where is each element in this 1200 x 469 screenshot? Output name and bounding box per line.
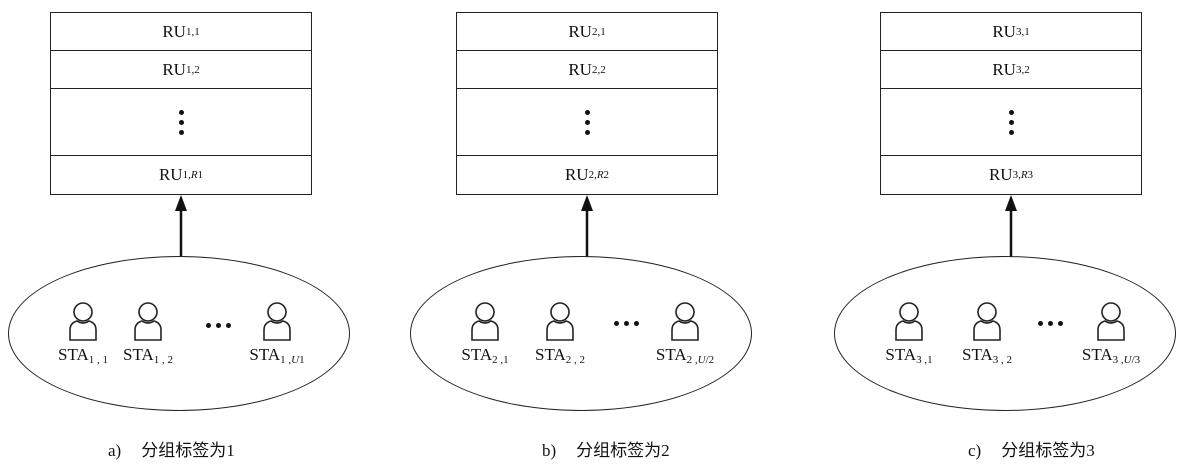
arrow-up-icon (175, 195, 187, 257)
user-icon (69, 302, 97, 341)
caption: a) 分组标签为1 (108, 436, 235, 461)
sta-item-2: STA1 , 2 (113, 301, 183, 366)
ru-label: RU (988, 165, 1013, 184)
sta-item-1: STA3 ,1 (874, 301, 944, 366)
sta-subscript: 2 ,U/2 (686, 354, 715, 366)
sta-subscript: 1 ,U1 (280, 354, 305, 366)
sta-label: STA (122, 345, 154, 364)
caption-letter: b) (542, 441, 557, 460)
user-icon (973, 302, 1001, 341)
ru-subscript: 1,2 (185, 63, 200, 76)
ru-label: RU (992, 21, 1016, 41)
ru-ellipsis-vertical (51, 89, 311, 156)
sta-item-last: STA3 ,U/3 (1076, 301, 1146, 366)
user-icon (263, 302, 291, 341)
caption: c) 分组标签为3 (968, 436, 1095, 461)
sta-subscript: 3 ,1 (916, 354, 933, 366)
caption-text: 分组标签为2 (576, 441, 670, 460)
user-icon (1097, 302, 1125, 341)
sta-item-2: STA2 , 2 (525, 301, 595, 366)
sta-subscript: 3 ,U/3 (1112, 354, 1141, 366)
sta-ellipsis-horizontal (206, 323, 231, 328)
sta-label: STA (534, 345, 566, 364)
ru-label: RU (564, 165, 589, 184)
user-icon (895, 302, 923, 341)
sta-label: STA (57, 345, 89, 364)
sta-label: STA (249, 345, 281, 364)
ru-label: RU (992, 59, 1016, 79)
sta-subscript: 1 , 1 (88, 354, 108, 366)
sta-group-ellipse (834, 256, 1176, 411)
sta-label: STA (961, 345, 993, 364)
ru-ellipsis-vertical (881, 89, 1141, 156)
caption-text: 分组标签为3 (1001, 441, 1095, 460)
sta-ellipsis-horizontal (614, 321, 639, 326)
ru-subscript: 2,2 (591, 63, 606, 76)
ru-subscript: 1,R1 (182, 169, 204, 181)
sta-ellipsis-horizontal (1038, 321, 1063, 326)
ru-label: RU (158, 165, 183, 184)
ru-label: RU (162, 59, 186, 79)
ru-subscript: 2,R2 (588, 169, 610, 181)
sta-label: STA (1081, 345, 1113, 364)
ru-subscript: 3,2 (1015, 63, 1030, 76)
sta-item-1: STA1 , 1 (48, 301, 118, 366)
user-icon (134, 302, 162, 341)
arrow-up-icon (581, 195, 593, 257)
sta-item-2: STA3 , 2 (952, 301, 1022, 366)
caption-letter: c) (968, 441, 982, 460)
ru-label: RU (568, 59, 592, 79)
sta-subscript: 3 , 2 (992, 354, 1012, 366)
ru-subscript: 3,1 (1015, 25, 1030, 38)
caption: b) 分组标签为2 (542, 436, 670, 461)
caption-text: 分组标签为1 (141, 441, 235, 460)
ru-label: RU (568, 21, 592, 41)
user-icon (671, 302, 699, 341)
sta-label: STA (885, 345, 917, 364)
user-icon (471, 302, 499, 341)
sta-label: STA (461, 345, 493, 364)
ru-subscript: 3,R3 (1012, 169, 1034, 181)
ru-subscript: 1,1 (185, 25, 200, 38)
sta-item-1: STA2 ,1 (450, 301, 520, 366)
arrow-up-icon (1005, 195, 1017, 257)
ru-ellipsis-vertical (457, 89, 717, 156)
sta-subscript: 2 ,1 (492, 354, 509, 366)
sta-item-last: STA1 ,U1 (242, 301, 312, 366)
sta-label: STA (655, 345, 687, 364)
user-icon (546, 302, 574, 341)
sta-subscript: 2 , 2 (565, 354, 585, 366)
sta-subscript: 1 , 2 (153, 354, 173, 366)
ru-subscript: 2,1 (591, 25, 606, 38)
sta-item-last: STA2 ,U/2 (650, 301, 720, 366)
ru-label: RU (162, 21, 186, 41)
sta-group-ellipse (410, 256, 752, 411)
caption-letter: a) (108, 441, 122, 460)
sta-group-ellipse (8, 256, 350, 411)
